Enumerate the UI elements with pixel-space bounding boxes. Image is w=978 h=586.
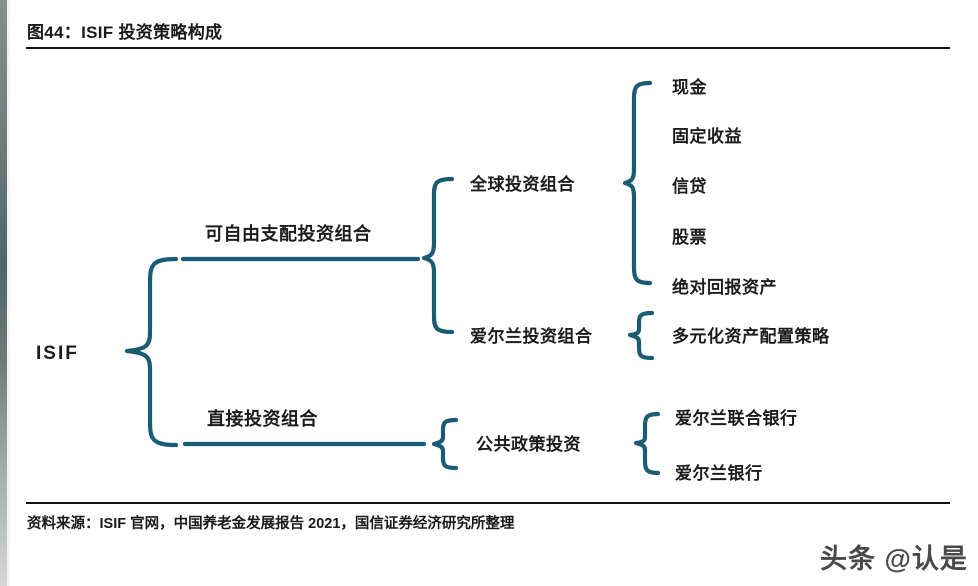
node-root-isif[interactable]: ISIF bbox=[36, 343, 79, 364]
leaf-equities[interactable]: 股票 bbox=[672, 228, 707, 247]
brace-public-policy bbox=[633, 411, 661, 476]
brace-global bbox=[622, 80, 653, 286]
figure-source: 资料来源：ISIF 官网，中国养老金发展报告 2021，国信证券经济研究所整理 bbox=[27, 516, 515, 532]
bracket-connectors bbox=[124, 80, 661, 476]
leaf-cash[interactable]: 现金 bbox=[672, 78, 707, 97]
node-global-portfolio[interactable]: 全球投资组合 bbox=[470, 175, 575, 194]
brace-discretionary bbox=[421, 176, 455, 335]
leaf-fixed-income[interactable]: 固定收益 bbox=[672, 127, 742, 146]
diagram-canvas: ISIF 可自由支配投资组合 直接投资组合 全球投资组合 爱尔兰投资组合 公共政… bbox=[0, 52, 978, 502]
leaf-diversified-asset-allocation-strategy[interactable]: 多元化资产配置策略 bbox=[672, 327, 830, 346]
node-public-policy-investment[interactable]: 公共政策投资 bbox=[476, 435, 581, 454]
node-discretionary-portfolio[interactable]: 可自由支配投资组合 bbox=[205, 224, 372, 244]
leaf-absolute-return-assets[interactable]: 绝对回报资产 bbox=[672, 278, 777, 297]
figure-title: 图44：ISIF 投资策略构成 bbox=[27, 23, 223, 42]
leaf-credit[interactable]: 信贷 bbox=[672, 177, 707, 196]
page-edge-highlight bbox=[7, 0, 10, 586]
leaf-allied-irish-banks[interactable]: 爱尔兰联合银行 bbox=[675, 409, 798, 428]
leaf-bank-of-ireland[interactable]: 爱尔兰银行 bbox=[675, 464, 763, 483]
title-divider-top bbox=[26, 47, 950, 49]
brace-ireland bbox=[627, 310, 655, 361]
page-edge-artifact bbox=[0, 0, 7, 586]
node-direct-portfolio[interactable]: 直接投资组合 bbox=[207, 409, 318, 429]
brace-root bbox=[124, 256, 179, 448]
brace-direct bbox=[431, 417, 459, 471]
node-ireland-portfolio[interactable]: 爱尔兰投资组合 bbox=[470, 327, 593, 346]
source-divider-bottom bbox=[26, 502, 950, 504]
watermark: 头条 @认是 bbox=[820, 544, 968, 574]
